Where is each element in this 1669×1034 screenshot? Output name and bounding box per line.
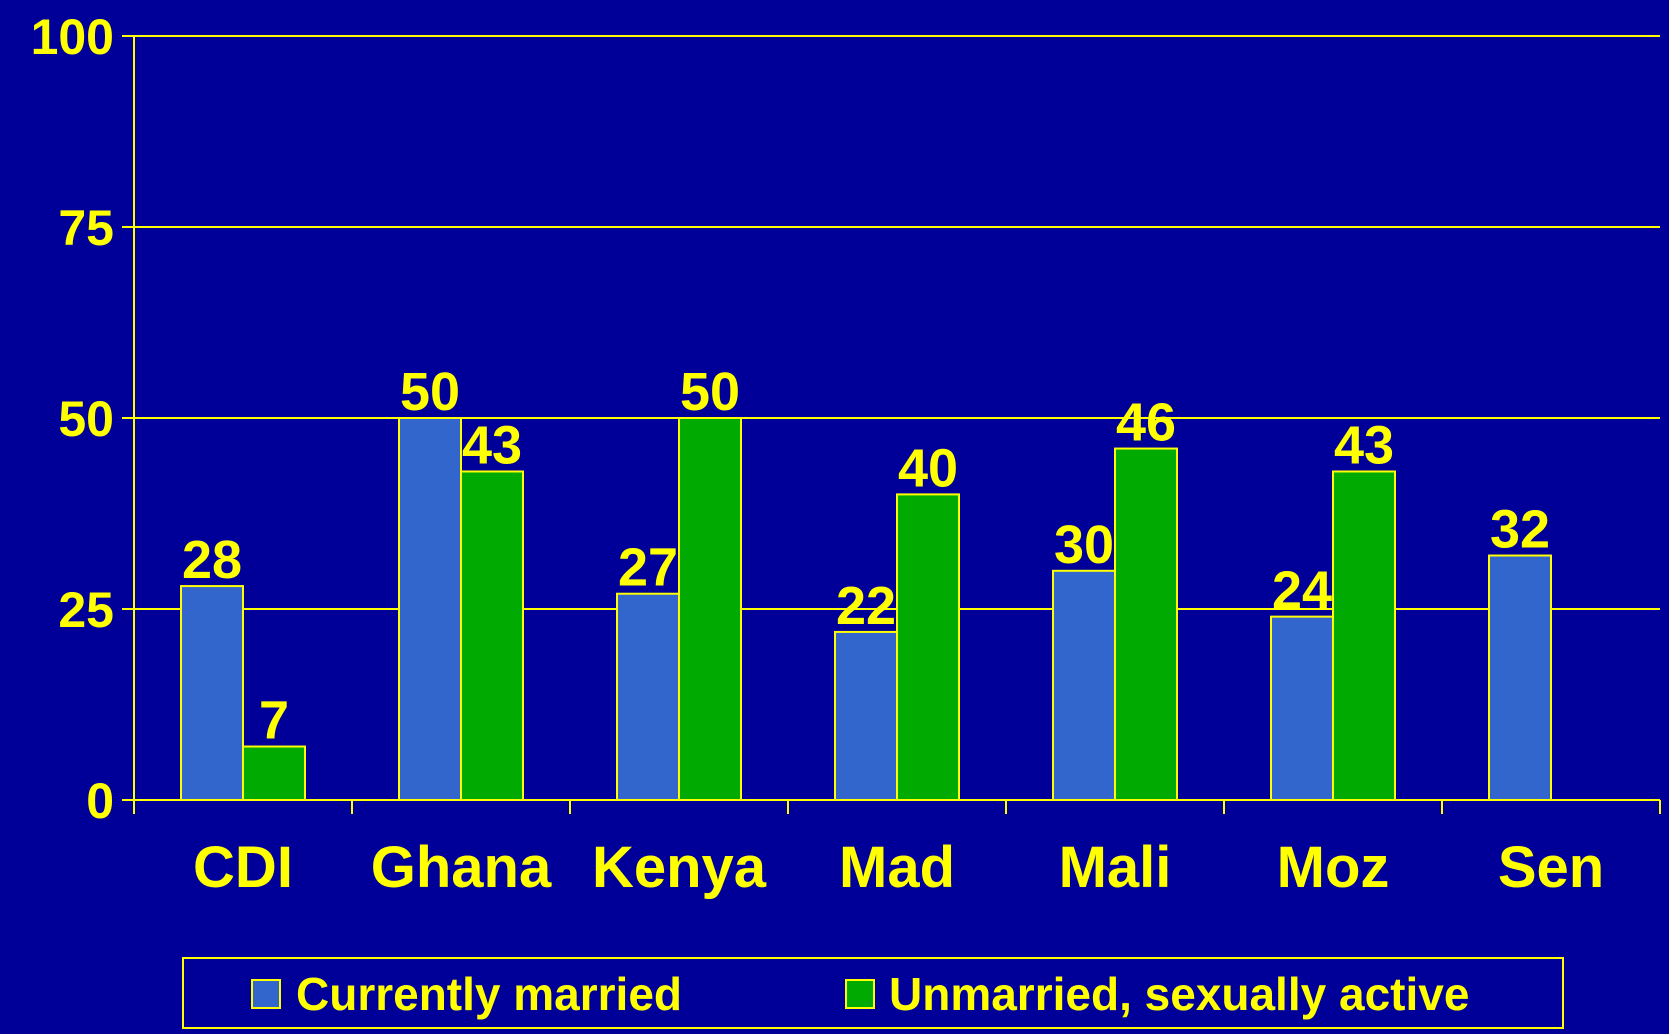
x-tick-label-moz: Moz [1277, 835, 1390, 900]
bar-moz-series-1 [1332, 470, 1396, 801]
data-label: 32 [1490, 500, 1550, 560]
data-label: 24 [1272, 561, 1332, 621]
bar-kenya-series-0 [616, 592, 680, 801]
legend-swatch-series-1 [845, 979, 875, 1009]
bar-mad-series-1 [896, 493, 960, 801]
x-tick-label-cdi: CDI [193, 835, 293, 900]
bar-ghana-series-1 [460, 470, 524, 801]
data-label: 7 [259, 691, 289, 751]
bar-cdi-series-0 [180, 585, 244, 802]
y-tick-label: 25 [58, 582, 114, 638]
legend-label-series-0: Currently married [296, 968, 682, 1020]
bar-kenya-series-1 [678, 417, 742, 801]
data-label: 43 [1334, 415, 1394, 475]
x-tick-label-sen: Sen [1498, 835, 1604, 900]
y-tick-label: 100 [31, 9, 114, 65]
bar-mali-series-1 [1114, 447, 1178, 801]
y-tick-label: 75 [58, 200, 114, 256]
data-label: 50 [680, 362, 740, 422]
bar-ghana-series-0 [398, 417, 462, 801]
data-label: 30 [1054, 515, 1114, 575]
data-label: 22 [836, 576, 896, 636]
legend-swatch-series-0 [251, 979, 281, 1009]
bar-moz-series-0 [1270, 615, 1334, 802]
bars [180, 417, 1552, 802]
data-label: 27 [618, 538, 678, 598]
legend: Currently married Unmarried, sexually act… [182, 957, 1564, 1029]
bar-cdi-series-1 [242, 745, 306, 802]
y-tick-label: 50 [58, 391, 114, 447]
data-label: 28 [182, 530, 242, 590]
legend-box [182, 957, 1564, 1029]
legend-label-series-1: Unmarried, sexually active [889, 968, 1469, 1020]
bar-sen-series-0 [1488, 554, 1552, 802]
data-label: 43 [462, 415, 522, 475]
x-tick-label-kenya: Kenya [592, 835, 767, 900]
data-label: 50 [400, 362, 460, 422]
x-tick-label-mali: Mali [1059, 835, 1172, 900]
x-tick-label-ghana: Ghana [371, 835, 552, 900]
bar-mad-series-0 [834, 630, 898, 801]
data-label: 40 [898, 438, 958, 498]
x-tick-label-mad: Mad [839, 835, 955, 900]
y-tick-label: 0 [86, 773, 114, 829]
bar-mali-series-0 [1052, 569, 1116, 801]
data-label: 46 [1116, 393, 1176, 453]
